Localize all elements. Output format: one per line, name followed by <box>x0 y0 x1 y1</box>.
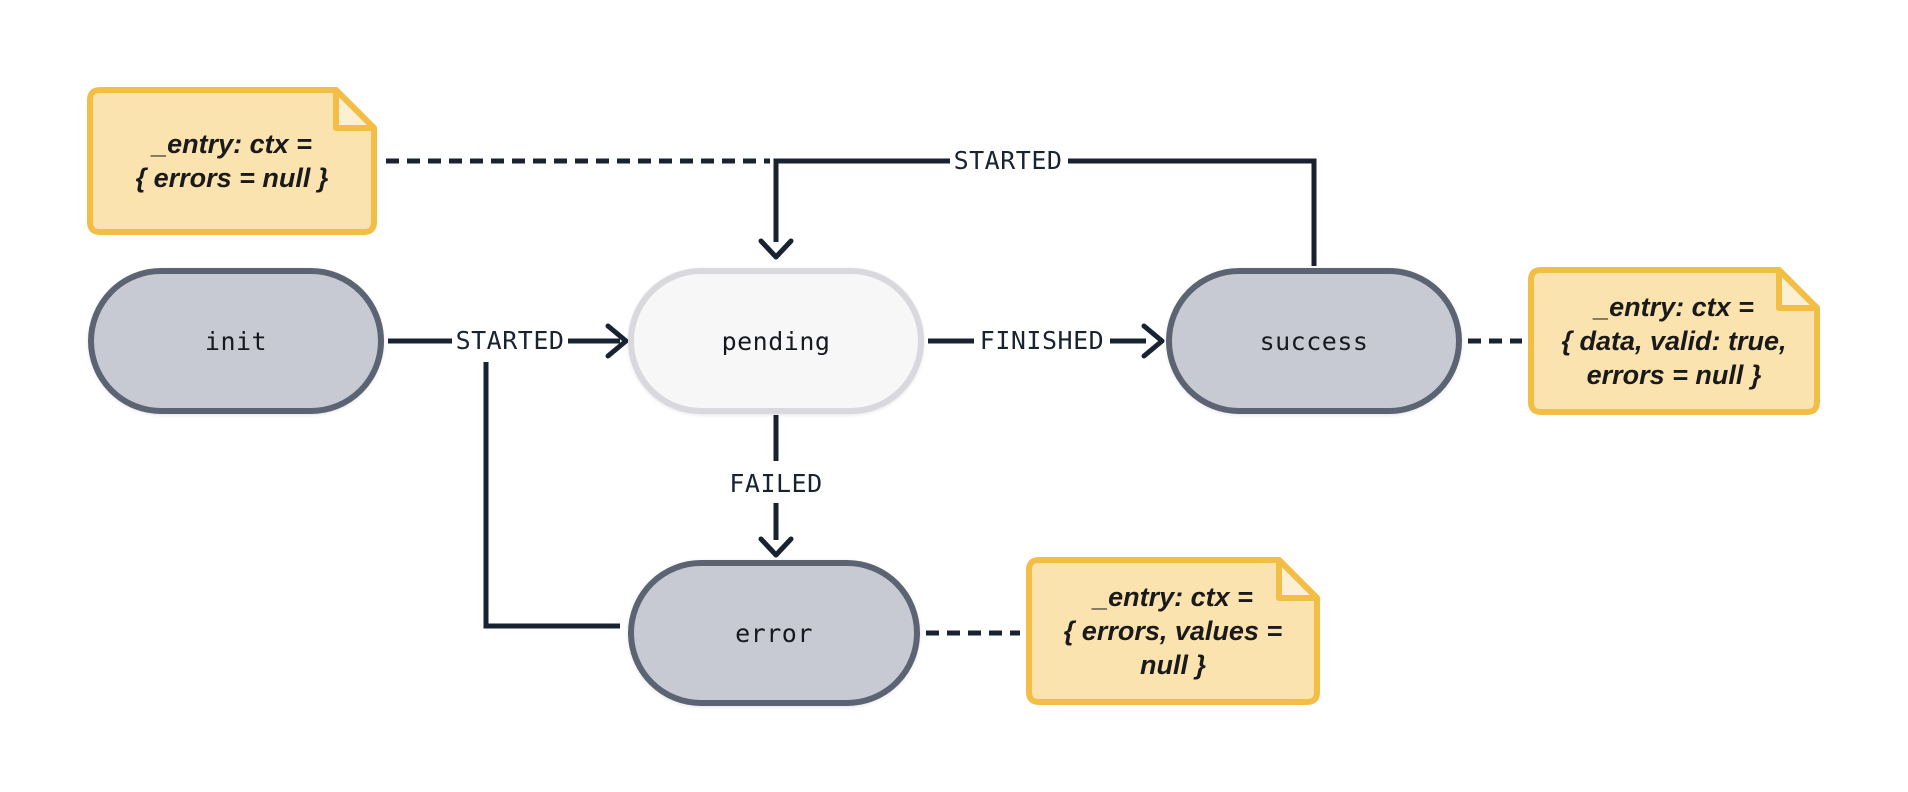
state-pending-label: pending <box>721 326 831 356</box>
note-success-text: _entry: ctx = { data, valid: true, error… <box>1528 267 1820 415</box>
folded-corner-icon <box>1776 267 1820 311</box>
note-line: _entry: ctx = <box>1594 292 1754 322</box>
arrowhead-into-success-left <box>1141 323 1165 359</box>
note-line: errors = null } <box>1586 360 1762 390</box>
note-body <box>1026 557 1320 705</box>
state-init-label: init <box>204 326 268 356</box>
note-line: { data, valid: true, <box>1561 326 1787 356</box>
note-line: { errors, values = <box>1063 616 1283 646</box>
edge-success-to-pending-seg2 <box>773 158 950 242</box>
note-success-entry: _entry: ctx = { data, valid: true, error… <box>1528 267 1820 415</box>
folded-corner-icon <box>1276 557 1320 601</box>
state-success-label: success <box>1259 326 1369 356</box>
note-body <box>87 87 377 235</box>
folded-corner-icon <box>333 87 377 131</box>
transition-label-pending-error: FAILED <box>729 469 823 498</box>
note-body <box>1528 267 1820 415</box>
note-error-text: _entry: ctx = { errors, values = null } <box>1026 557 1320 705</box>
note-line: null } <box>1140 650 1206 680</box>
note-error-entry: _entry: ctx = { errors, values = null } <box>1026 557 1320 705</box>
state-error-label: error <box>735 618 813 648</box>
state-success: success <box>1166 268 1462 414</box>
arrowhead-into-pending-top <box>758 238 794 260</box>
arrowhead-into-pending-left <box>605 323 629 359</box>
note-shape-layer <box>1026 557 1320 705</box>
state-pending: pending <box>628 268 924 414</box>
edge-success-to-pending-seg1 <box>1068 158 1317 266</box>
note-pending-text: _entry: ctx = { errors = null } <box>87 87 377 235</box>
note-shape-layer <box>1528 267 1820 415</box>
arrowhead-into-error-top <box>758 536 794 558</box>
note-line: _entry: ctx = <box>1093 582 1253 612</box>
edge-error-to-started-junction <box>483 362 620 629</box>
transition-label-pending-success: FINISHED <box>979 326 1105 355</box>
transition-label-success-pending: STARTED <box>953 146 1063 175</box>
transition-label-init-pending: STARTED <box>455 326 565 355</box>
note-pending-entry: _entry: ctx = { errors = null } <box>87 87 377 235</box>
note-line: _entry: ctx = <box>152 129 312 159</box>
note-shape-layer <box>87 87 377 235</box>
state-error: error <box>628 560 920 706</box>
note-line: { errors = null } <box>135 163 329 193</box>
state-init: init <box>88 268 384 414</box>
